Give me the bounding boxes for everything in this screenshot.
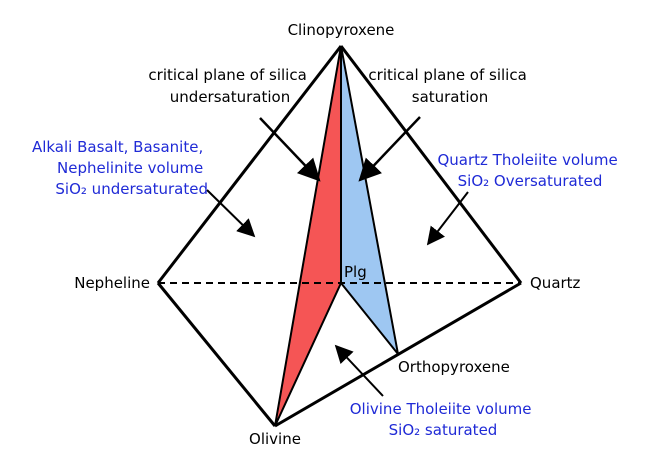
annotation-alkali-line-2: Nephelinite volume	[57, 159, 203, 177]
annotation-alkali-line-3: SiO₂ undersaturated	[55, 180, 208, 198]
annotation-sat-line-1: critical plane of silica	[368, 66, 526, 84]
annotation-quartz-line-2: SiO₂ Oversaturated	[458, 172, 603, 190]
annotation-undersat-line-2: undersaturation	[170, 88, 290, 106]
arrow-alkali-volume	[206, 189, 256, 238]
annotation-olivine-volume: Olivine Tholeiite volume SiO₂ saturated	[350, 400, 537, 439]
label-nepheline: Nepheline	[74, 274, 150, 292]
arrow-quartz-volume	[426, 191, 469, 246]
annotation-alkali-volume: Alkali Basalt, Basanite, Nephelinite vol…	[32, 138, 208, 198]
annotation-sat-plane: critical plane of silica saturation	[368, 66, 531, 106]
label-plagioclase: Plg	[344, 263, 367, 281]
edge-cpx-quartz	[339, 45, 523, 284]
label-clinopyroxene: Clinopyroxene	[288, 21, 395, 39]
arrow-sat-plane	[358, 116, 421, 182]
edge-cpx-nepheline	[156, 45, 343, 284]
annotation-quartz-line-1: Quartz Tholeiite volume	[437, 151, 617, 169]
edge-nepheline-olivine	[156, 282, 277, 427]
annotation-olivine-line-2: SiO₂ saturated	[389, 421, 498, 439]
saturation-plane	[340, 45, 399, 355]
annotation-undersat-plane: critical plane of silica undersaturation	[148, 66, 311, 106]
annotation-undersat-line-1: critical plane of silica	[148, 66, 306, 84]
label-olivine: Olivine	[249, 430, 301, 448]
arrow-undersat-plane	[259, 117, 321, 182]
annotation-olivine-line-1: Olivine Tholeiite volume	[350, 400, 532, 418]
annotation-alkali-line-1: Alkali Basalt, Basanite,	[32, 138, 203, 156]
label-orthopyroxene: Orthopyroxene	[398, 358, 510, 376]
label-quartz: Quartz	[530, 274, 581, 292]
edge-olivine-quartz	[274, 281, 522, 428]
annotation-sat-line-2: saturation	[412, 88, 489, 106]
annotation-quartz-volume: Quartz Tholeiite volume SiO₂ Oversaturat…	[437, 151, 622, 190]
arrow-olivine-volume	[334, 344, 384, 397]
